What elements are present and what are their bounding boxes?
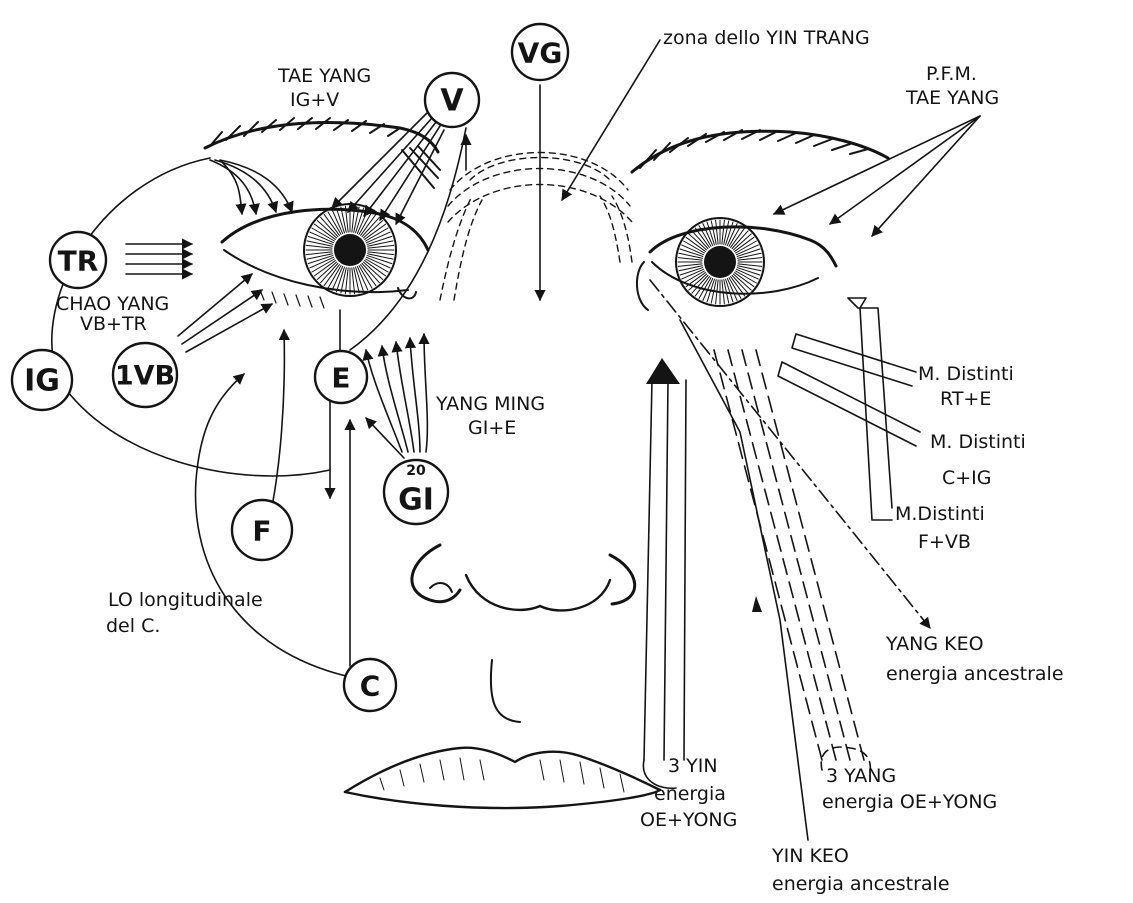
iris-ray bbox=[738, 253, 761, 258]
label-lo-1: LO longitudinale bbox=[108, 589, 263, 611]
node-1vb-label: 1VB bbox=[115, 361, 175, 392]
label-md2-1: M. Distinti bbox=[930, 431, 1026, 453]
iris-ray bbox=[724, 280, 729, 303]
iris-ray bbox=[716, 220, 719, 244]
node-v: V bbox=[425, 73, 479, 127]
label-yang-keo-2: energia ancestrale bbox=[886, 663, 1064, 685]
iris-ray bbox=[678, 258, 702, 261]
left-eyebrow bbox=[205, 118, 440, 188]
iris-ray bbox=[317, 221, 336, 238]
node-gi: 20 GI bbox=[384, 460, 448, 524]
node-c-label: C bbox=[360, 670, 381, 703]
label-md1-1: M. Distinti bbox=[918, 363, 1014, 385]
iris-ray bbox=[679, 253, 702, 258]
iris-ray bbox=[732, 231, 748, 249]
iris-ray bbox=[317, 262, 336, 279]
node-c: C bbox=[344, 659, 396, 711]
node-vg: VG bbox=[512, 24, 568, 80]
iris-ray bbox=[321, 217, 338, 236]
node-e: E bbox=[315, 351, 367, 403]
label-md1-2: RT+E bbox=[940, 388, 991, 410]
label-lo-2: del C. bbox=[106, 615, 160, 637]
philtrum bbox=[491, 660, 520, 722]
node-ig: IG bbox=[12, 350, 72, 410]
right-eyebrow bbox=[632, 130, 888, 172]
iris-ray bbox=[722, 220, 725, 244]
label-pfm-2: TAE YANG bbox=[905, 87, 999, 109]
label-3yin-3: OE+YONG bbox=[640, 809, 737, 831]
label-yin-keo-1: YIN KEO bbox=[771, 845, 849, 867]
label-3yang-2: energia OE+YONG bbox=[822, 791, 997, 813]
label-tae-yang-2: IG+V bbox=[290, 89, 339, 111]
node-v-label: V bbox=[440, 84, 464, 119]
right-eye bbox=[637, 218, 836, 310]
label-md3-1: M.Distinti bbox=[895, 503, 985, 525]
label-tae-yang-1: TAE YANG bbox=[277, 65, 371, 87]
node-gi-label: GI bbox=[398, 483, 434, 518]
iris-ray bbox=[362, 263, 379, 282]
face-drawing bbox=[205, 118, 888, 808]
label-yin-trang: zona dello YIN TRANG bbox=[663, 27, 870, 49]
iris-ray bbox=[692, 275, 708, 293]
nose bbox=[412, 545, 635, 610]
iris-ray bbox=[678, 264, 702, 267]
node-tr: TR bbox=[50, 232, 106, 288]
iris-ray bbox=[689, 234, 707, 250]
iris-ray bbox=[733, 234, 751, 250]
iris-ray bbox=[363, 221, 382, 238]
iris-ray bbox=[711, 221, 716, 244]
label-3yin-1: 3 YIN bbox=[668, 755, 718, 777]
label-yin-keo-2: energia ancestrale bbox=[772, 873, 950, 895]
node-1vb: 1VB bbox=[113, 343, 177, 407]
label-yang-ming-2: GI+E bbox=[468, 417, 516, 439]
label-md3-2: F+VB bbox=[918, 531, 971, 553]
node-e-label: E bbox=[331, 362, 350, 395]
label-chao-1: CHAO YANG bbox=[56, 293, 169, 315]
label-chao-2: VB+TR bbox=[80, 313, 147, 335]
iris-ray bbox=[724, 221, 729, 244]
iris-ray bbox=[692, 231, 708, 249]
arrows bbox=[52, 40, 980, 840]
node-vg-label: VG bbox=[518, 37, 563, 70]
iris-ray bbox=[732, 275, 748, 293]
node-ig-label: IG bbox=[24, 364, 60, 399]
iris-ray bbox=[363, 262, 382, 279]
node-f: F bbox=[232, 500, 292, 560]
labels: zona dello YIN TRANG TAE YANG IG+V P.F.M… bbox=[56, 27, 1064, 895]
iris-ray bbox=[738, 258, 762, 261]
label-md2-2: C+IG bbox=[942, 467, 992, 489]
label-3yin-2: energia bbox=[654, 783, 726, 805]
iris-ray bbox=[733, 274, 751, 290]
iris-ray bbox=[362, 217, 379, 236]
iris-ray bbox=[679, 266, 702, 271]
label-3yang-1: 3 YANG bbox=[826, 765, 896, 787]
iris-ray bbox=[738, 264, 762, 267]
mouth bbox=[345, 748, 660, 808]
node-gi-sup: 20 bbox=[406, 463, 426, 479]
iris-ray bbox=[738, 266, 761, 271]
node-tr-label: TR bbox=[58, 245, 99, 278]
left-eye bbox=[222, 204, 428, 308]
label-yang-ming-1: YANG MING bbox=[435, 393, 545, 415]
label-yang-keo-1: YANG KEO bbox=[885, 633, 984, 655]
node-f-label: F bbox=[252, 515, 271, 548]
label-pfm-1: P.F.M. bbox=[926, 63, 977, 85]
yin-trang-zone bbox=[440, 153, 632, 301]
iris-ray bbox=[321, 263, 338, 282]
